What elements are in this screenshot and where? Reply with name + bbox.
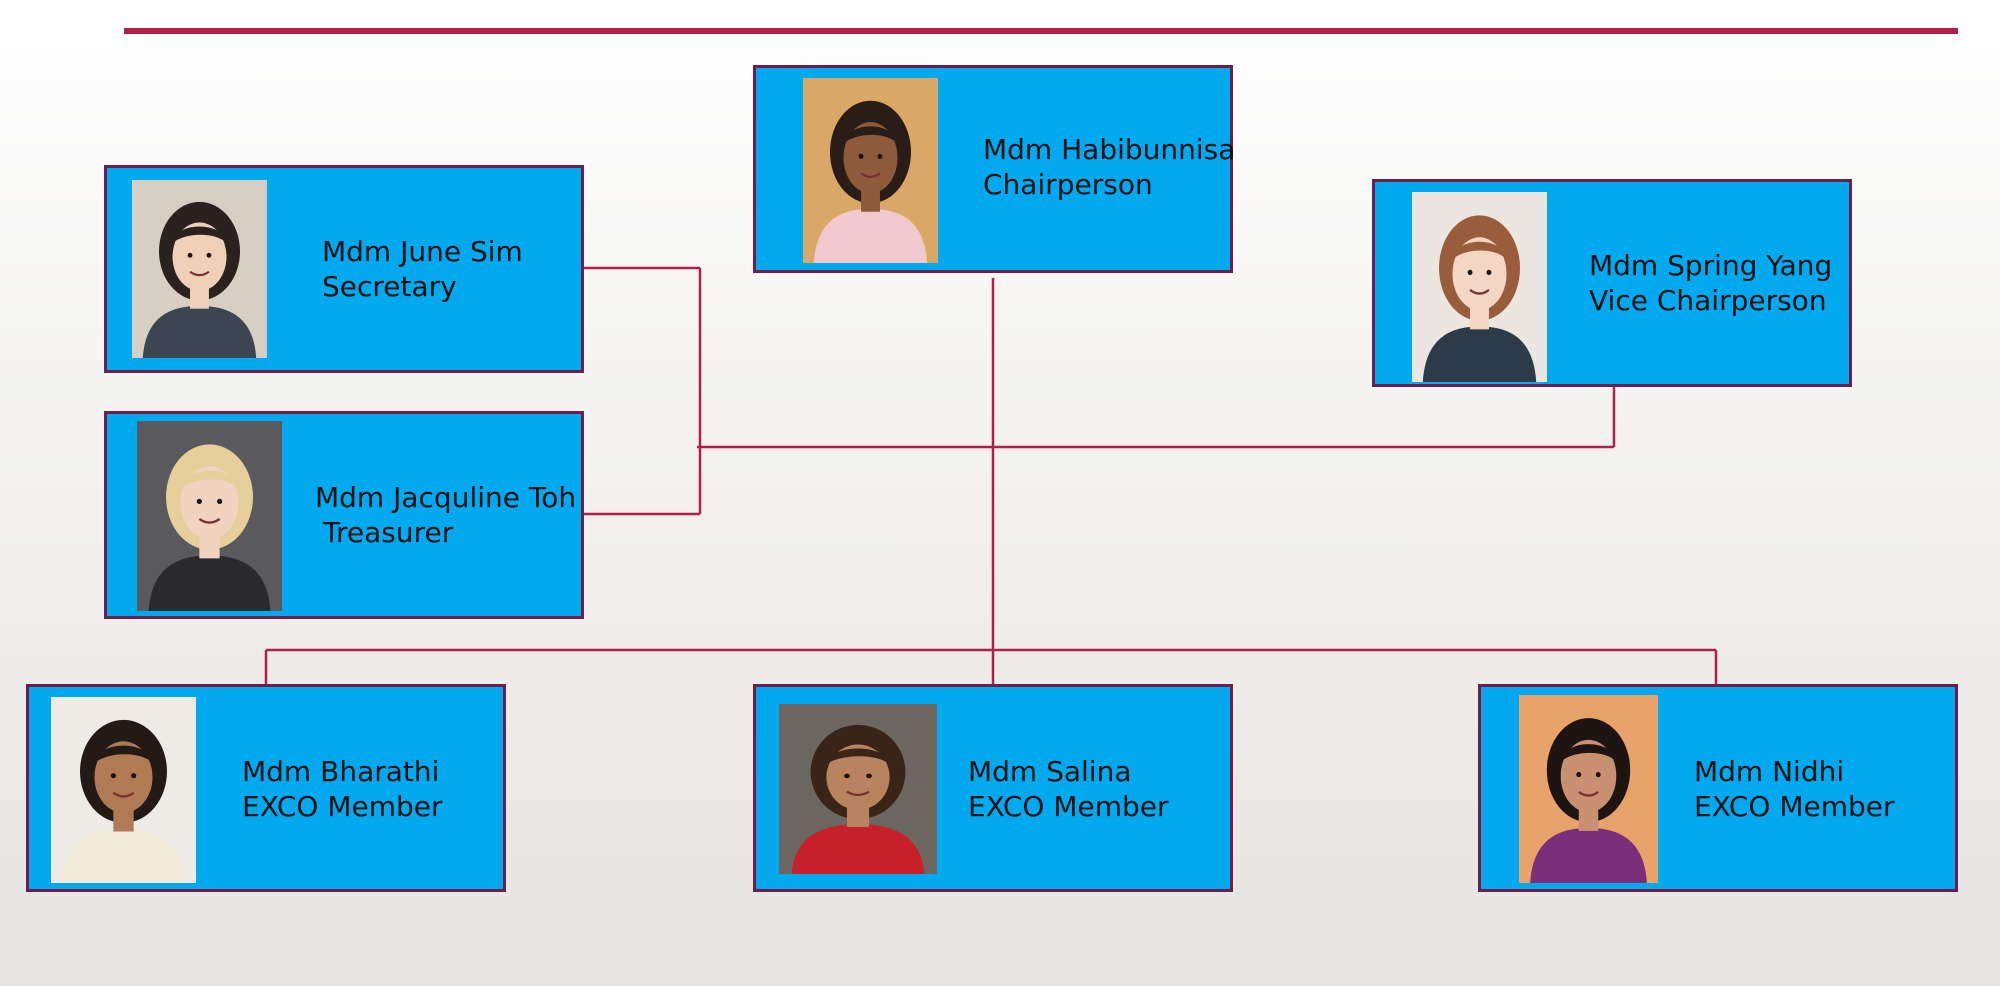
member-name: Mdm Bharathi — [242, 755, 440, 788]
member-role: EXCO Member — [1694, 790, 1895, 823]
node-label: Mdm Jacquline Toh Treasurer — [315, 480, 576, 550]
eye — [1576, 771, 1582, 778]
portrait-drawing — [1519, 695, 1658, 883]
smile — [1578, 790, 1599, 797]
shoulders — [148, 555, 271, 611]
portrait-photo — [1412, 192, 1547, 382]
member-name: Mdm Spring Yang — [1589, 249, 1833, 282]
portrait-photo — [1519, 695, 1658, 883]
shoulders — [62, 828, 185, 883]
node-label: Mdm Bharathi EXCO Member — [242, 754, 443, 824]
node-salina: Mdm Salina EXCO Member — [753, 684, 1233, 892]
node-treasurer: Mdm Jacquline Toh Treasurer — [104, 411, 584, 619]
fringe — [94, 745, 153, 763]
eye — [1595, 771, 1601, 778]
member-name: Mdm Nidhi — [1694, 755, 1845, 788]
member-role: Vice Chairperson — [1589, 284, 1827, 317]
portrait-photo — [137, 421, 282, 611]
face — [1452, 237, 1507, 311]
node-bharathi: Mdm Bharathi EXCO Member — [26, 684, 506, 892]
eye — [858, 153, 864, 159]
eye — [1467, 269, 1473, 276]
member-name: Mdm Habibunnisa — [983, 133, 1236, 166]
shoulders — [1422, 326, 1537, 382]
eye — [196, 498, 202, 505]
shoulders — [791, 824, 925, 874]
portrait-drawing — [803, 78, 938, 263]
member-role: Secretary — [322, 270, 457, 303]
eye — [131, 773, 137, 779]
fringe — [1452, 241, 1507, 260]
eye — [1486, 269, 1492, 276]
portrait-photo — [51, 697, 196, 883]
member-role: Treasurer — [323, 516, 454, 549]
node-label: Mdm Spring Yang Vice Chairperson — [1589, 248, 1832, 318]
shoulders — [813, 208, 928, 263]
eye — [844, 773, 850, 779]
node-label: Mdm Habibunnisa Chairperson — [983, 132, 1235, 202]
member-name: Mdm Jacquline Toh — [315, 481, 577, 514]
eye — [206, 252, 212, 258]
fringe — [172, 226, 227, 243]
node-chairperson: Mdm Habibunnisa Chairperson — [753, 65, 1235, 273]
face — [843, 122, 898, 194]
node-nidhi: Mdm Nidhi EXCO Member — [1478, 684, 1958, 892]
face — [1560, 739, 1617, 813]
eye — [866, 773, 872, 779]
fringe — [180, 470, 239, 489]
member-name: Mdm June Sim — [322, 235, 523, 268]
portrait-drawing — [51, 697, 196, 883]
face — [826, 744, 890, 810]
eye — [110, 773, 116, 779]
eye — [187, 252, 193, 258]
smile — [189, 270, 210, 277]
smile — [198, 517, 221, 524]
eye — [877, 153, 883, 159]
node-vice-chairperson: Mdm Spring Yang Vice Chairperson — [1372, 179, 1852, 387]
portrait-photo — [779, 704, 937, 874]
node-label: Mdm Salina EXCO Member — [968, 754, 1169, 824]
face — [172, 222, 227, 291]
fringe — [1560, 744, 1617, 762]
eye — [217, 498, 223, 505]
fringe — [843, 126, 898, 144]
smile — [1469, 288, 1490, 295]
member-role: EXCO Member — [242, 790, 443, 823]
node-label: Mdm Nidhi EXCO Member — [1694, 754, 1895, 824]
portrait-photo — [803, 78, 938, 263]
member-name: Mdm Salina — [968, 755, 1132, 788]
portrait-drawing — [779, 704, 937, 874]
shoulders — [142, 305, 257, 358]
portrait-drawing — [132, 180, 267, 358]
smile — [860, 172, 881, 179]
shoulders — [1530, 828, 1647, 883]
face — [94, 741, 153, 813]
portrait-photo — [132, 180, 267, 358]
face — [180, 466, 239, 540]
member-role: EXCO Member — [968, 790, 1169, 823]
top-rule — [124, 28, 1958, 34]
node-label: Mdm June Sim Secretary — [322, 234, 523, 304]
portrait-drawing — [137, 421, 282, 611]
fringe — [826, 748, 890, 765]
smile — [846, 790, 870, 796]
member-role: Chairperson — [983, 168, 1153, 201]
portrait-drawing — [1412, 192, 1547, 382]
node-secretary: Mdm June Sim Secretary — [104, 165, 584, 373]
smile — [112, 791, 135, 798]
